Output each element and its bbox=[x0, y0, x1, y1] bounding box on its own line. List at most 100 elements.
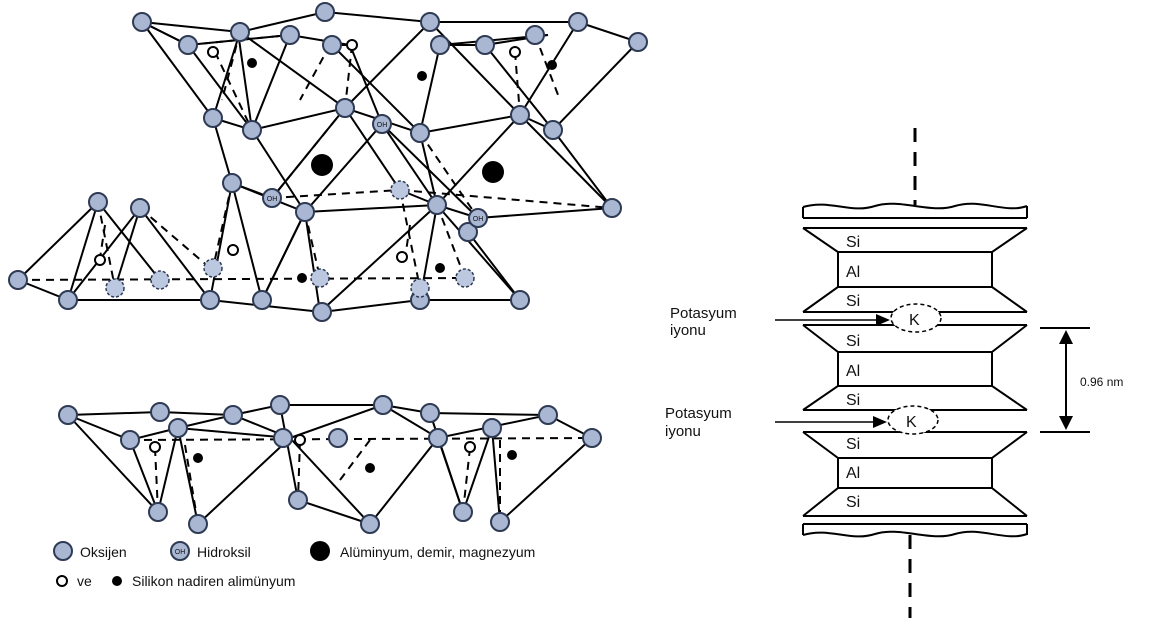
oxygen-atom bbox=[568, 12, 588, 32]
oxygen-atom bbox=[510, 105, 530, 125]
layer-si-label: Si bbox=[846, 392, 860, 409]
layer-unit-1 bbox=[802, 227, 1028, 313]
svg-text:OH: OH bbox=[473, 216, 484, 223]
metal-cation bbox=[311, 154, 333, 176]
oxygen-atom bbox=[120, 430, 140, 450]
hydroxyl-atom: OH bbox=[372, 114, 392, 134]
oxygen-atom bbox=[490, 512, 510, 532]
oxygen-atom bbox=[335, 98, 355, 118]
metal-swatch bbox=[310, 541, 330, 561]
svg-text:OH: OH bbox=[267, 196, 278, 203]
legend-oxygen: Oksijen bbox=[53, 541, 127, 561]
oxygen-atom bbox=[148, 502, 168, 522]
layer-labels: Si Al Si Si Al Si Si Al Si K K bbox=[846, 234, 920, 511]
legend-silicon: ve Silikon nadiren alimünyum bbox=[56, 573, 295, 589]
layer-schematic bbox=[775, 128, 1090, 618]
lower-sheet-structure bbox=[67, 403, 593, 526]
oxygen-atom bbox=[132, 12, 152, 32]
oxygen-atom bbox=[482, 418, 502, 438]
legend-hydroxyl: OH Hidroksil bbox=[170, 541, 251, 561]
oxygen-atom bbox=[168, 418, 188, 438]
oxygen-atom bbox=[295, 202, 315, 222]
oxygen-atom bbox=[628, 32, 648, 52]
hydroxyl-atom: OH bbox=[468, 208, 488, 228]
silicon-open-atom bbox=[346, 39, 358, 51]
ion-labels: Potasyum iyonu Potasyum iyonu bbox=[665, 305, 737, 440]
oxygen-atom bbox=[428, 428, 448, 448]
svg-text:OH: OH bbox=[377, 122, 388, 129]
oxygen-atom bbox=[288, 490, 308, 510]
oxygen-atom bbox=[200, 290, 220, 310]
upper-hydroxyl-groups: OH OH OH bbox=[262, 114, 488, 228]
layer-unit-3 bbox=[802, 431, 1028, 517]
oxygen-atom bbox=[420, 12, 440, 32]
oxygen-atom bbox=[230, 22, 250, 42]
layer-al-label: Al bbox=[846, 264, 860, 281]
layer-si-label: Si bbox=[846, 234, 860, 251]
ion-label-line2: iyonu bbox=[665, 423, 701, 440]
silicon-atom bbox=[435, 263, 445, 273]
oxygen-atom bbox=[582, 428, 602, 448]
oxygen-atom bbox=[223, 405, 243, 425]
oxygen-atom bbox=[58, 290, 78, 310]
silicon-swatch bbox=[112, 576, 122, 586]
silicon-atom bbox=[507, 450, 517, 460]
hydroxyl-atom: OH bbox=[262, 188, 282, 208]
svg-text:OH: OH bbox=[175, 549, 186, 556]
oxygen-atom bbox=[150, 402, 170, 422]
oxygen-swatch bbox=[53, 541, 73, 561]
silicon-open-atom bbox=[207, 46, 219, 58]
bottom-wavy-edge bbox=[802, 530, 1028, 538]
legend: Oksijen OH Hidroksil Alüminyum, demir, m… bbox=[53, 541, 535, 589]
oxygen-atom bbox=[270, 395, 290, 415]
dimension-label: 0.96 nm bbox=[1080, 375, 1123, 389]
oxygen-atom bbox=[510, 290, 530, 310]
silicon-atom bbox=[247, 58, 257, 68]
lower-oxygen-atoms bbox=[58, 395, 602, 534]
oxygen-atom bbox=[427, 195, 447, 215]
oxygen-atom bbox=[242, 120, 262, 140]
potassium-label: K bbox=[909, 312, 920, 329]
oxygen-atom bbox=[280, 25, 300, 45]
oxygen-atom bbox=[315, 2, 335, 22]
silicon-atom bbox=[193, 453, 203, 463]
oxygen-atom bbox=[420, 403, 440, 423]
ion-label-line1: Potasyum bbox=[670, 305, 737, 322]
legend-metals-label: Alüminyum, demir, magnezyum bbox=[340, 544, 535, 560]
layer-si-label: Si bbox=[846, 333, 860, 350]
silicon-open-atom bbox=[509, 46, 521, 58]
top-wavy-edge bbox=[802, 202, 1028, 210]
oxygen-atom bbox=[360, 514, 380, 534]
oxygen-atom-hidden bbox=[410, 278, 430, 298]
layer-si-label: Si bbox=[846, 293, 860, 310]
oxygen-atom bbox=[203, 108, 223, 128]
oxygen-atom-hidden bbox=[310, 268, 330, 288]
oxygen-atom bbox=[188, 514, 208, 534]
metal-cation bbox=[482, 161, 504, 183]
oxygen-atom bbox=[130, 198, 150, 218]
oxygen-atom bbox=[475, 35, 495, 55]
silicon-atom bbox=[297, 273, 307, 283]
upper-silicon-atoms bbox=[94, 39, 557, 283]
upper-metal-cations bbox=[311, 154, 504, 183]
silicon-open-atom bbox=[149, 441, 161, 453]
hydroxyl-swatch bbox=[170, 541, 190, 561]
potassium-ion-1 bbox=[890, 303, 942, 333]
legend-hydroxyl-label: Hidroksil bbox=[197, 544, 251, 560]
oxygen-atom bbox=[430, 35, 450, 55]
oxygen-atom bbox=[58, 405, 78, 425]
legend-oxygen-label: Oksijen bbox=[80, 544, 127, 560]
ion-label-line2: iyonu bbox=[670, 322, 706, 339]
oxygen-atom bbox=[538, 405, 558, 425]
open-circle-swatch bbox=[56, 575, 68, 587]
layer-si-label: Si bbox=[846, 494, 860, 511]
layer-unit-2 bbox=[802, 324, 1028, 411]
legend-and-label: ve bbox=[77, 573, 92, 589]
oxygen-atom bbox=[373, 395, 393, 415]
layer-si-label: Si bbox=[846, 436, 860, 453]
layer-al-label: Al bbox=[846, 465, 860, 482]
oxygen-atom-hidden bbox=[105, 278, 125, 298]
oxygen-atom-hidden bbox=[455, 268, 475, 288]
silicon-atom bbox=[547, 60, 557, 70]
